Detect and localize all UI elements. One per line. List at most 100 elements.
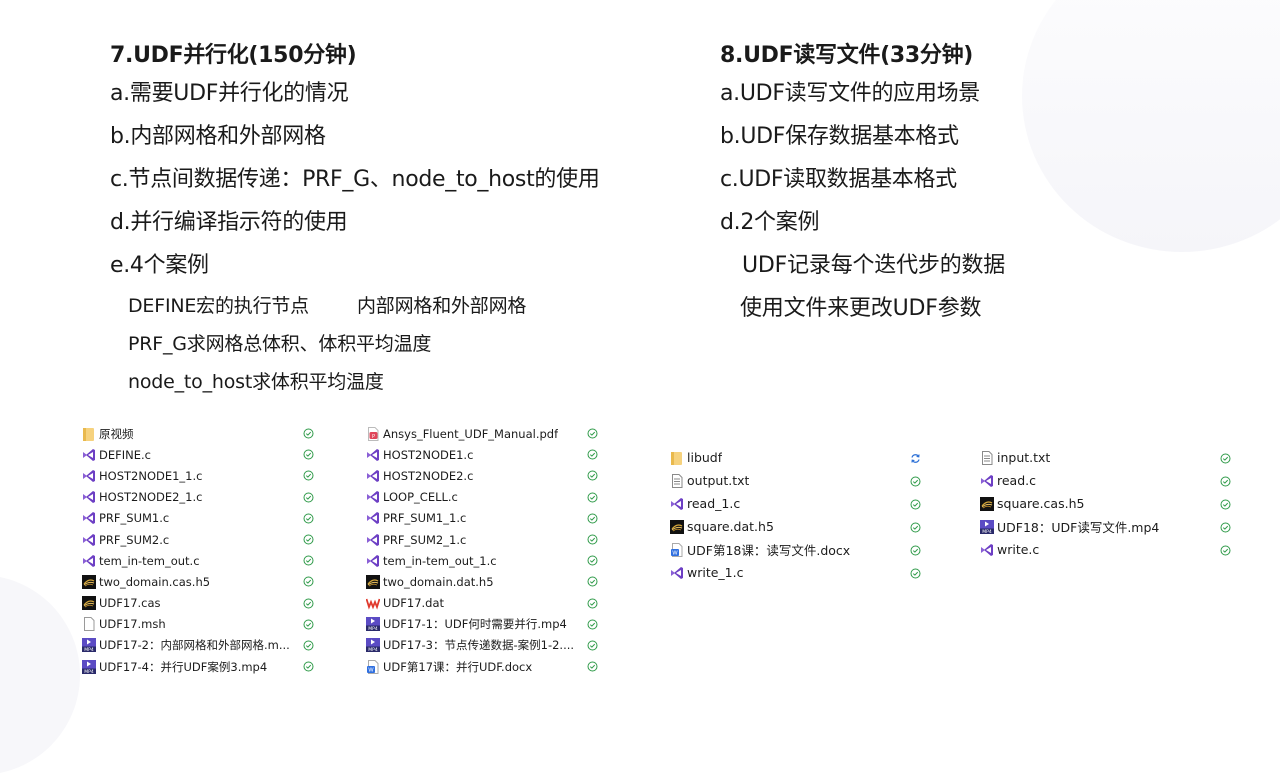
outline-item: c.节点间数据传递：PRF_G、node_to_host的使用 [110, 167, 600, 192]
svg-text:MP4: MP4 [84, 647, 94, 652]
synced-check-icon [587, 619, 598, 630]
file-list-item[interactable]: input.txt [980, 446, 1235, 469]
file-list-item[interactable]: LOOP_CELL.c [366, 487, 606, 508]
fluent-case-icon [980, 496, 994, 511]
file-list-item[interactable]: W UDF第17课：并行UDF.docx [366, 656, 606, 677]
file-list-item[interactable]: tem_in-tem_out.c [82, 550, 322, 571]
svg-text:W: W [672, 550, 678, 556]
file-name: UDF第18课：读写文件.docx [687, 543, 851, 558]
section-udf-parallel: 7.UDF并行化(150分钟) a.需要UDF并行化的情况 b.内部网格和外部网… [110, 38, 600, 405]
synced-check-icon [303, 598, 314, 609]
file-list-item[interactable]: read_1.c [670, 492, 925, 515]
file-list-item[interactable]: HOST2NODE1_1.c [82, 465, 322, 486]
case-row: DEFINE宏的执行节点 内部网格和外部网格 [110, 291, 600, 329]
file-list-item[interactable]: write_1.c [670, 561, 925, 584]
file-list-item[interactable]: libudf [670, 446, 925, 469]
pdf-icon: P [366, 426, 380, 441]
synced-check-icon [1220, 498, 1231, 510]
file-name: write_1.c [687, 565, 744, 580]
case-item: 内部网格和外部网格 [357, 295, 527, 317]
folder-icon [670, 451, 684, 465]
file-list-item[interactable]: write.c [980, 538, 1235, 561]
synced-check-icon [587, 513, 598, 524]
file-list-item[interactable]: two_domain.cas.h5 [82, 571, 322, 592]
svg-text:P: P [372, 433, 375, 439]
file-list-item[interactable]: tem_in-tem_out_1.c [366, 550, 606, 571]
file-name: PRF_SUM1_1.c [383, 511, 467, 526]
section-udf-file-io: 8.UDF读写文件(33分钟) a.UDF读写文件的应用场景 b.UDF保存数据… [720, 38, 1005, 334]
mp4-video-icon: MP4 [82, 638, 96, 653]
decorative-circle-bottom-left [0, 575, 80, 775]
file-name: PRF_SUM2_1.c [383, 532, 467, 547]
file-list-item[interactable]: HOST2NODE2_1.c [82, 487, 322, 508]
file-name: tem_in-tem_out_1.c [383, 553, 497, 568]
file-list-item[interactable]: PRF_SUM2.c [82, 529, 322, 550]
visual-studio-icon [366, 469, 380, 483]
outline-item: b.内部网格和外部网格 [110, 124, 326, 149]
file-list-item[interactable]: two_domain.dat.h5 [366, 571, 606, 592]
file-list-item[interactable]: PRF_SUM1.c [82, 508, 322, 529]
file-list-item[interactable]: W UDF第18课：读写文件.docx [670, 538, 925, 561]
file-list-item[interactable]: DEFINE.c [82, 444, 322, 465]
file-name: HOST2NODE2.c [383, 468, 474, 483]
file-list-item[interactable]: PRF_SUM1_1.c [366, 508, 606, 529]
file-name: read_1.c [687, 496, 741, 511]
visual-studio-icon [366, 448, 380, 462]
file-name: square.cas.h5 [997, 496, 1085, 511]
file-list-item[interactable]: square.dat.h5 [670, 515, 925, 538]
file-list-item[interactable]: UDF17.msh [82, 614, 322, 635]
synced-check-icon [303, 470, 314, 481]
synced-check-icon [910, 498, 921, 510]
fluent-case-icon [82, 574, 96, 589]
synced-check-icon [303, 428, 314, 439]
file-list-item[interactable]: output.txt [670, 469, 925, 492]
file-name: PRF_SUM1.c [99, 511, 170, 526]
file-list-item[interactable]: HOST2NODE1.c [366, 444, 606, 465]
word-doc-icon: W [366, 659, 380, 674]
file-name: UDF17.dat [383, 596, 445, 611]
synced-check-icon [1220, 475, 1231, 487]
visual-studio-icon [366, 554, 380, 568]
synced-check-icon [303, 492, 314, 503]
synced-check-icon [303, 640, 314, 651]
file-list-item[interactable]: 原视频 [82, 423, 322, 444]
mp4-video-icon: MP4 [366, 638, 380, 653]
file-name: square.dat.h5 [687, 519, 774, 534]
file-list-item[interactable]: read.c [980, 469, 1235, 492]
synced-check-icon [587, 598, 598, 609]
fluent-case-icon [366, 574, 380, 589]
file-name: UDF17.msh [99, 617, 166, 632]
case-item: PRF_G求网格总体积、体积平均温度 [128, 333, 432, 355]
file-name: write.c [997, 542, 1040, 557]
file-list-item[interactable]: UDF17.dat [365, 593, 606, 614]
syncing-refresh-icon [910, 452, 921, 463]
file-name: UDF第17课：并行UDF.docx [383, 659, 533, 674]
synced-check-icon [587, 534, 598, 545]
case-item: DEFINE宏的执行节点 [128, 295, 309, 317]
file-name: 原视频 [99, 426, 134, 441]
outline-item: a.UDF读写文件的应用场景 [720, 81, 980, 106]
outline-item: b.UDF保存数据基本格式 [720, 124, 959, 149]
file-name: LOOP_CELL.c [383, 490, 458, 505]
visual-studio-icon [366, 533, 380, 547]
file-list-item[interactable]: square.cas.h5 [980, 492, 1235, 515]
visual-studio-icon [82, 490, 96, 504]
file-list-item[interactable]: UDF17.cas [82, 593, 322, 614]
svg-text:W: W [368, 667, 374, 673]
word-doc-icon: W [670, 542, 684, 557]
section-title: 7.UDF并行化(150分钟) [110, 43, 357, 68]
file-name: two_domain.dat.h5 [383, 574, 494, 589]
file-list-item[interactable]: PRF_SUM2_1.c [366, 529, 606, 550]
synced-check-icon [587, 576, 598, 587]
file-list-item[interactable]: HOST2NODE2.c [366, 465, 606, 486]
file-name: HOST2NODE1_1.c [99, 468, 203, 483]
